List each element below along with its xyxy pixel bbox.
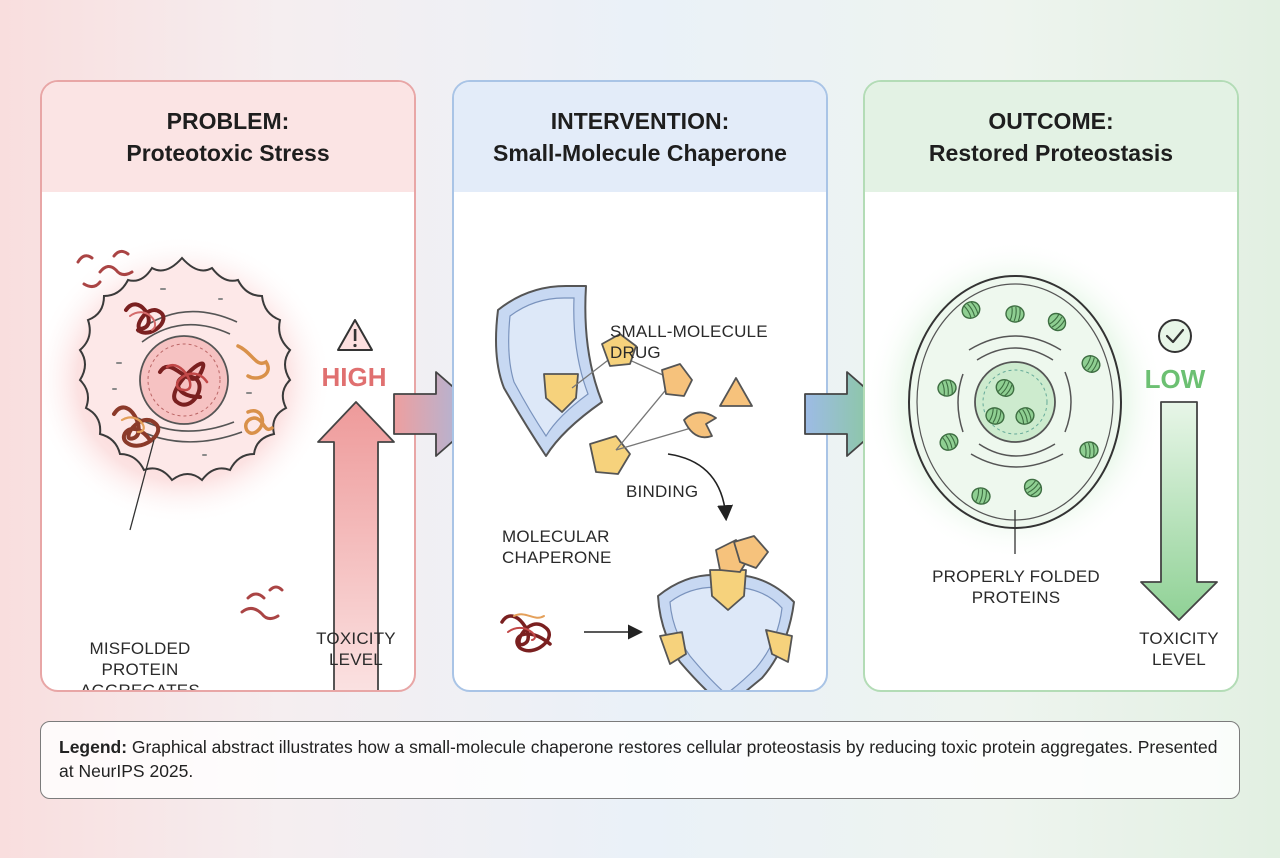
outcome-body: LOW TOXICITY LEVEL PROPERLY FOLDED PROTE… bbox=[865, 192, 1237, 690]
drug-in-pocket bbox=[543, 373, 579, 413]
outcome-title: OUTCOME: bbox=[988, 108, 1114, 134]
folded-protein bbox=[1015, 407, 1035, 425]
drug-bound bbox=[659, 631, 687, 665]
drug-bound bbox=[733, 535, 769, 569]
stressed-cell-illustration bbox=[42, 235, 395, 690]
drug-in-pocket bbox=[589, 435, 631, 475]
healthy-nucleus-inner bbox=[982, 369, 1048, 435]
folded-protein bbox=[937, 379, 957, 397]
cytoplasm-dots bbox=[112, 288, 252, 456]
intervention-header: INTERVENTION: Small-Molecule Chaperone bbox=[454, 82, 826, 192]
toxicity-low-arrow bbox=[1140, 401, 1218, 621]
protein-aggregate bbox=[124, 302, 166, 335]
check-circle-icon bbox=[1158, 319, 1192, 353]
intervention-title: INTERVENTION: bbox=[550, 108, 730, 134]
folded-protein bbox=[939, 433, 959, 451]
outcome-toxicity-level-label: TOXICITY LEVEL bbox=[1139, 629, 1219, 669]
problem-subtitle: Proteotoxic Stress bbox=[126, 140, 330, 166]
folded-protein bbox=[1005, 305, 1025, 323]
toxicity-low-label: LOW bbox=[1144, 364, 1206, 394]
problem-body: HIGH TOXICITY LEVEL MISFOLDED PROTEIN AG… bbox=[42, 192, 414, 692]
misfolded-protein-clump bbox=[500, 613, 552, 653]
drug-molecule bbox=[601, 333, 637, 367]
er-membrane bbox=[137, 417, 235, 432]
folded-protein bbox=[985, 407, 1005, 425]
protein-aggregate bbox=[236, 344, 274, 435]
drug-bound bbox=[765, 629, 793, 663]
molecular-chaperone-label: MOLECULAR CHAPERONE bbox=[502, 527, 612, 567]
healthy-cell-illustration bbox=[865, 240, 1218, 621]
er-membrane bbox=[141, 323, 231, 343]
folded-protein bbox=[1023, 478, 1043, 498]
legend-box: Legend: Graphical abstract illustrates h… bbox=[40, 721, 1240, 799]
intervention-body: SMALL-MOLECULE DRUG BINDING MOLECULAR CH… bbox=[454, 192, 826, 690]
legend-text: Graphical abstract illustrates how a sma… bbox=[59, 737, 1218, 781]
folded-protein bbox=[1079, 441, 1099, 459]
folded-protein bbox=[1081, 355, 1101, 373]
folded-protein bbox=[1047, 312, 1067, 332]
chaperone-mechanism-illustration bbox=[495, 285, 795, 690]
drug-molecule bbox=[719, 377, 753, 407]
problem-title: PROBLEM: bbox=[166, 108, 290, 134]
small-molecule-drug-label: SMALL-MOLECULE DRUG bbox=[610, 322, 768, 362]
outcome-header: OUTCOME: Restored Proteostasis bbox=[865, 82, 1237, 192]
intervention-subtitle: Small-Molecule Chaperone bbox=[493, 140, 787, 166]
healthy-nucleus bbox=[974, 361, 1056, 443]
er-membranes bbox=[957, 335, 1072, 468]
nuclear-aggregate bbox=[158, 361, 209, 407]
binding-arrow bbox=[667, 453, 734, 522]
legend-label: Legend: bbox=[59, 737, 128, 757]
properly-folded-proteins-label: PROPERLY FOLDED PROTEINS bbox=[932, 567, 1100, 607]
drug-molecule bbox=[661, 363, 693, 397]
extracellular-debris bbox=[76, 249, 284, 621]
label-leader-line bbox=[129, 439, 155, 531]
folded-protein bbox=[961, 301, 981, 319]
protein-aggregate bbox=[112, 405, 161, 448]
outcome-subtitle: Restored Proteostasis bbox=[928, 140, 1174, 166]
nucleus-inner bbox=[147, 343, 221, 417]
intervention-panel: INTERVENTION: Small-Molecule Chaperone bbox=[452, 80, 828, 692]
toxicity-high-label: HIGH bbox=[321, 362, 387, 392]
binding-label: BINDING bbox=[626, 482, 699, 501]
drug-molecule bbox=[683, 411, 717, 439]
folded-proteins-group bbox=[937, 301, 1101, 505]
misfolded-aggregates-label: MISFOLDED PROTEIN AGGREGATES bbox=[80, 639, 200, 692]
toxicity-high-arrow bbox=[317, 401, 395, 690]
problem-header: PROBLEM: Proteotoxic Stress bbox=[42, 82, 414, 192]
problem-toxicity-level-label: TOXICITY LEVEL bbox=[316, 629, 396, 669]
outcome-panel: OUTCOME: Restored Proteostasis bbox=[863, 80, 1239, 692]
problem-panel: PROBLEM: Proteotoxic Stress bbox=[40, 80, 416, 692]
warning-icon bbox=[337, 319, 373, 351]
folded-protein bbox=[971, 487, 991, 505]
folded-protein bbox=[995, 378, 1015, 398]
